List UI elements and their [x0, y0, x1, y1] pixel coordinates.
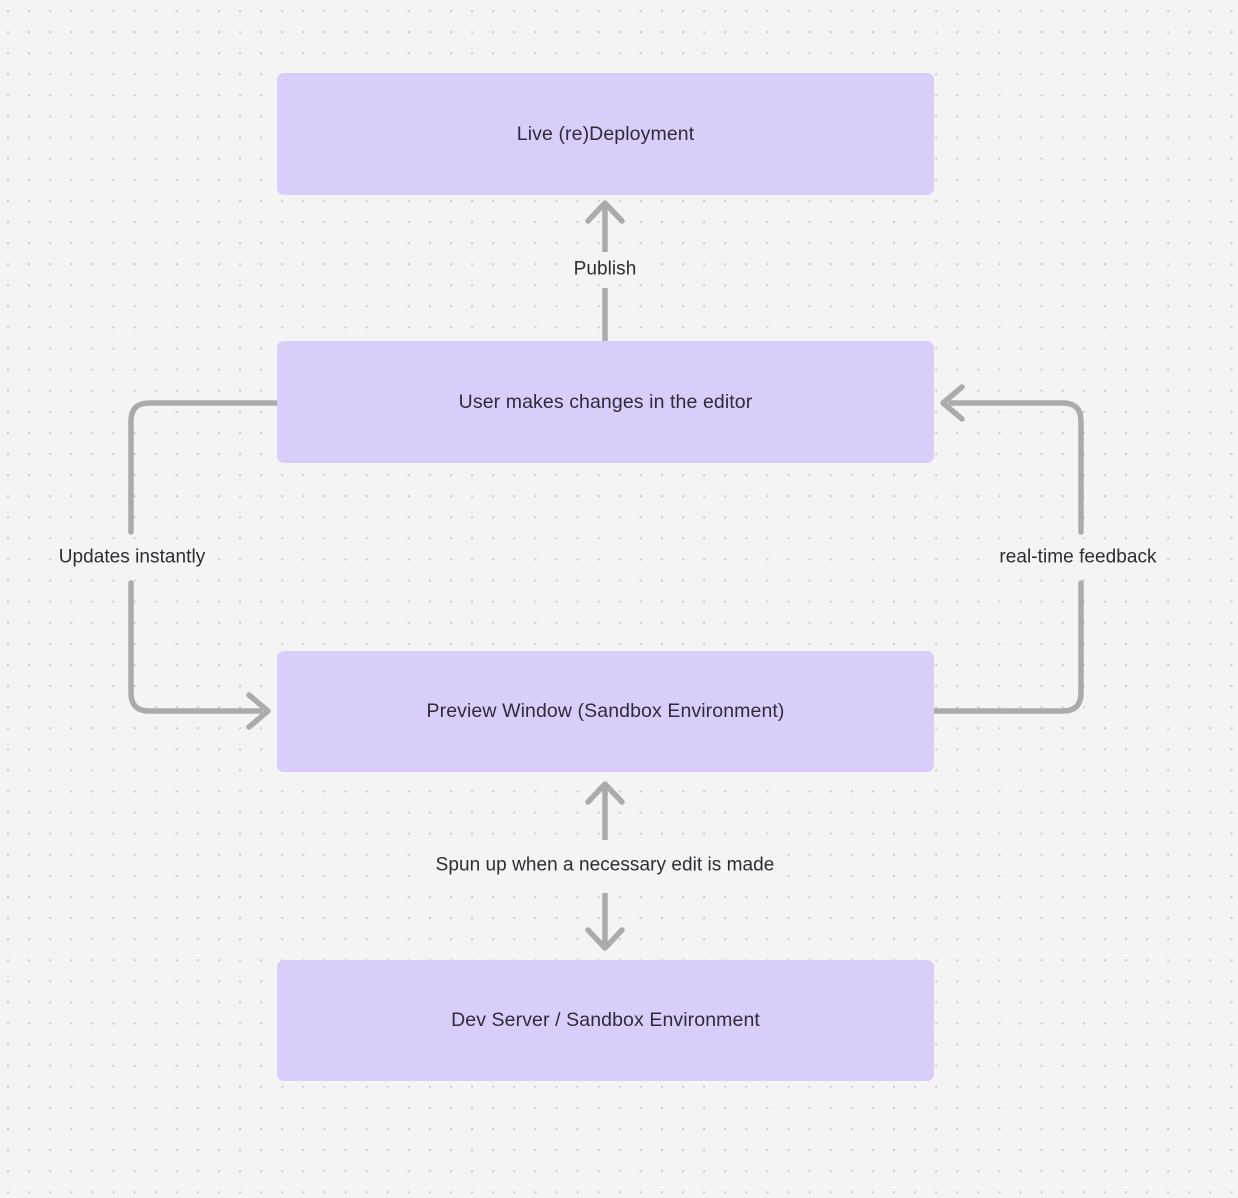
- edge-label-spun-up: Spun up when a necessary edit is made: [428, 853, 782, 879]
- node-dev-server[interactable]: Dev Server / Sandbox Environment: [277, 960, 934, 1081]
- edge-spun-up-arrowhead-top: [585, 781, 625, 805]
- edge-updates-instantly-line-lower: [128, 580, 263, 714]
- edge-real-time-feedback-line-upper: [948, 400, 1084, 535]
- edge-spun-up-arrowhead-bottom: [585, 927, 625, 951]
- edge-label-real-time-feedback: real-time feedback: [992, 545, 1164, 571]
- node-preview-window-label: Preview Window (Sandbox Environment): [426, 700, 785, 723]
- edge-updates-instantly-line-upper: [128, 400, 280, 535]
- edge-label-publish: Publish: [566, 257, 644, 283]
- edge-updates-instantly-arrowhead: [246, 692, 271, 730]
- node-live-deployment[interactable]: Live (re)Deployment: [277, 73, 934, 195]
- node-user-edits[interactable]: User makes changes in the editor: [277, 341, 934, 463]
- node-live-deployment-label: Live (re)Deployment: [516, 122, 695, 145]
- node-dev-server-label: Dev Server / Sandbox Environment: [451, 1009, 760, 1032]
- node-preview-window[interactable]: Preview Window (Sandbox Environment): [277, 651, 934, 772]
- edge-real-time-feedback-line-lower: [931, 580, 1084, 714]
- node-user-edits-label: User makes changes in the editor: [458, 390, 753, 413]
- edge-publish-arrowhead: [585, 200, 625, 224]
- edge-real-time-feedback-arrowhead: [940, 384, 965, 422]
- edge-label-updates-instantly: Updates instantly: [51, 545, 213, 571]
